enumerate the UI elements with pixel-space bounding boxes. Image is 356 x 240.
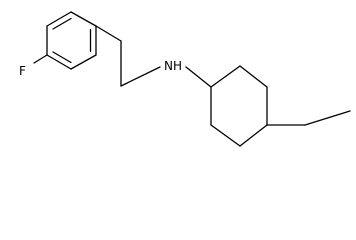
benzene-double-bond [52, 17, 72, 30]
fluorine-atom-label: F [19, 64, 26, 78]
benzene-bond [70, 11, 97, 27]
benzyl-bond [95, 25, 122, 42]
cyclohexane-bond [210, 65, 241, 88]
ethyl-methyl-bond [304, 110, 351, 126]
cyclohexane-bond [239, 124, 268, 147]
benzene-bond [70, 54, 97, 70]
benzene-double-bond [52, 51, 72, 64]
ch2-nitrogen-bond [120, 66, 161, 87]
benzene-bond [46, 11, 72, 27]
cyclohexane-ring [210, 65, 268, 147]
benzene-ring [46, 11, 97, 70]
carbon-fluorine-bond [33, 54, 48, 64]
cyclohexane-bond [210, 124, 241, 147]
molecule-structure-diagram: F NH [19, 11, 351, 147]
benzene-bond [46, 54, 72, 70]
amine-nh-label: NH [164, 59, 182, 73]
cyclohexane-bond [239, 65, 268, 88]
nitrogen-cyclohexyl-bond [185, 66, 212, 88]
